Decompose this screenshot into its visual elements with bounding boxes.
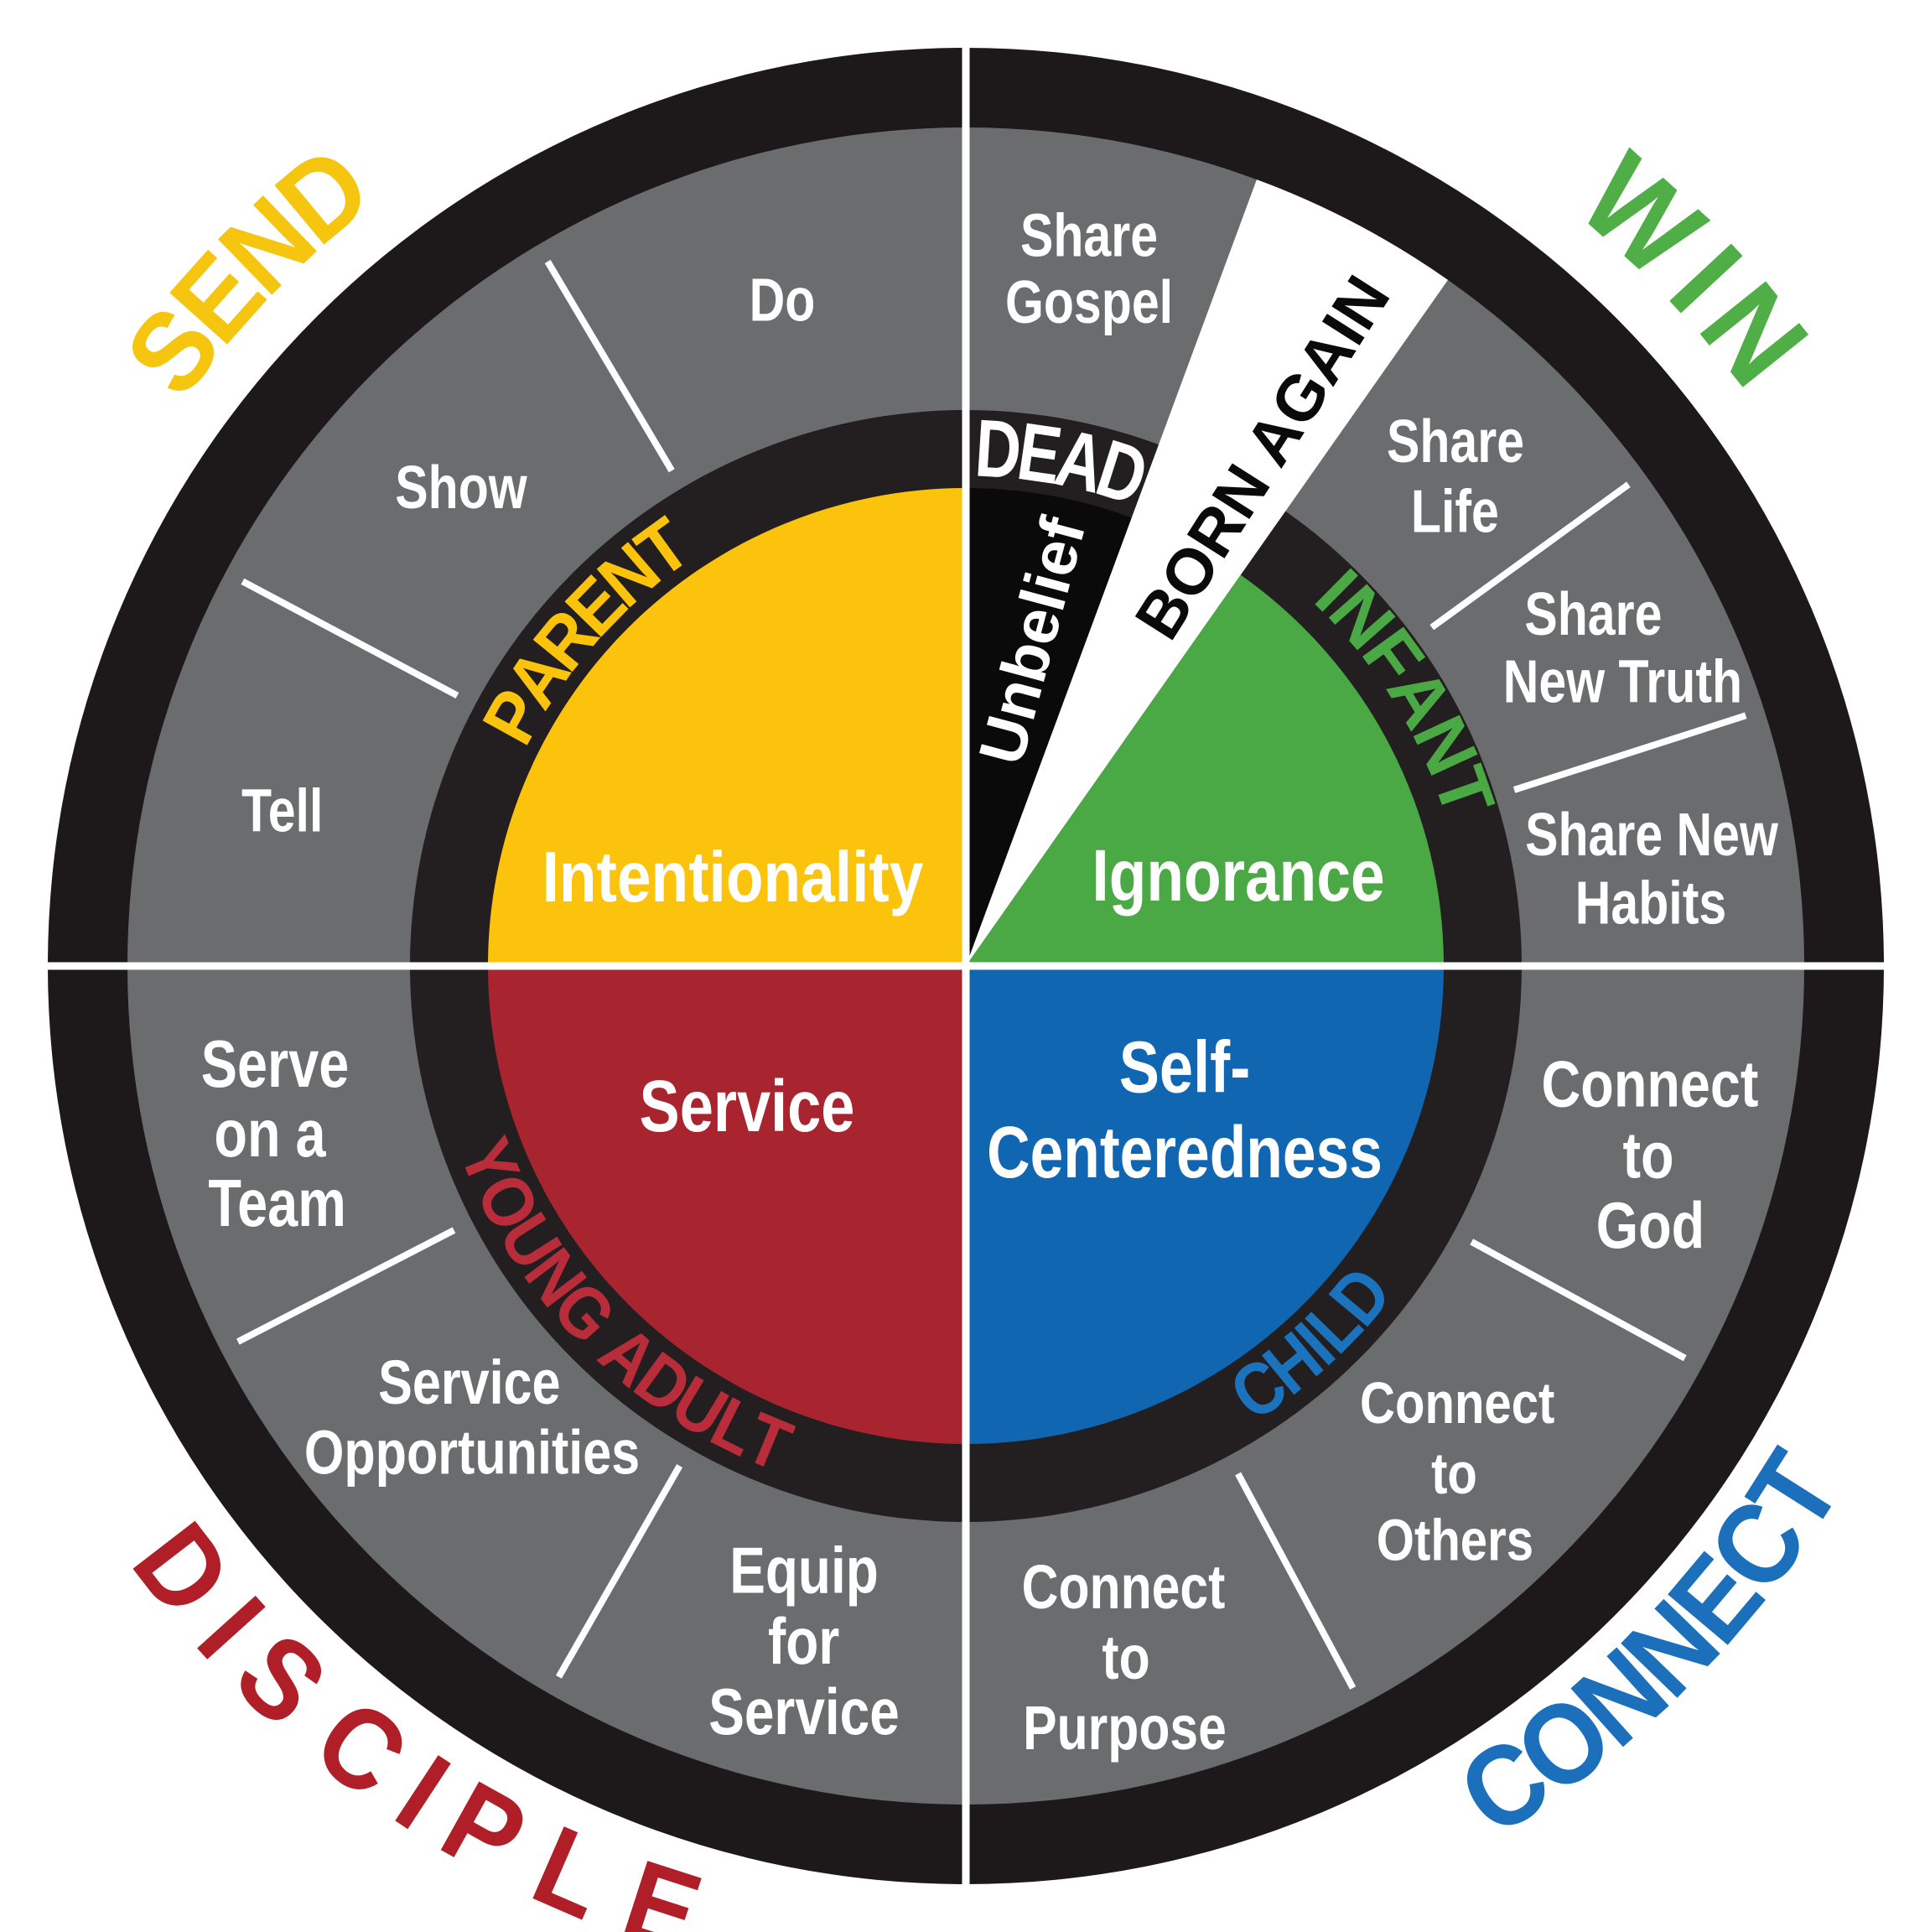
svg-text:Share: Share bbox=[1387, 407, 1524, 475]
svg-text:Service: Service bbox=[378, 1348, 560, 1417]
svg-text:Service: Service bbox=[640, 1066, 855, 1147]
svg-text:God: God bbox=[1596, 1190, 1704, 1263]
svg-text:Ignorance: Ignorance bbox=[1092, 835, 1384, 917]
svg-text:Gospel: Gospel bbox=[1005, 267, 1173, 335]
svg-text:Purpose: Purpose bbox=[1023, 1694, 1227, 1763]
svg-text:Connect: Connect bbox=[1022, 1553, 1226, 1622]
svg-text:Tell: Tell bbox=[241, 776, 323, 844]
svg-text:Habits: Habits bbox=[1575, 869, 1726, 937]
svg-text:Intentionality: Intentionality bbox=[542, 837, 924, 917]
svg-text:Do: Do bbox=[750, 266, 816, 334]
svg-text:Opportunities: Opportunities bbox=[304, 1418, 640, 1488]
svg-text:Share New: Share New bbox=[1525, 800, 1779, 868]
svg-text:to: to bbox=[1431, 1441, 1477, 1506]
svg-text:Share: Share bbox=[1524, 579, 1662, 647]
svg-text:for: for bbox=[768, 1605, 839, 1678]
svg-text:Service: Service bbox=[708, 1675, 900, 1748]
svg-text:D: D bbox=[973, 402, 1024, 496]
svg-text:Connect: Connect bbox=[1542, 1048, 1759, 1121]
svg-text:New Truth: New Truth bbox=[1503, 647, 1742, 715]
svg-text:Show: Show bbox=[395, 454, 527, 522]
svg-text:to: to bbox=[1622, 1119, 1673, 1192]
svg-text:Serve: Serve bbox=[201, 1027, 350, 1102]
svg-text:Centeredness: Centeredness bbox=[987, 1111, 1383, 1192]
svg-text:Connect: Connect bbox=[1360, 1370, 1554, 1436]
svg-text:Team: Team bbox=[208, 1166, 345, 1241]
svg-text:on a: on a bbox=[214, 1097, 326, 1171]
svg-text:Others: Others bbox=[1377, 1507, 1533, 1572]
svg-text:Self-: Self- bbox=[1119, 1026, 1250, 1108]
svg-text:Life: Life bbox=[1411, 477, 1499, 545]
svg-text:to: to bbox=[1102, 1623, 1149, 1692]
svg-text:Share: Share bbox=[1020, 201, 1158, 269]
svg-text:Equip: Equip bbox=[729, 1535, 879, 1607]
